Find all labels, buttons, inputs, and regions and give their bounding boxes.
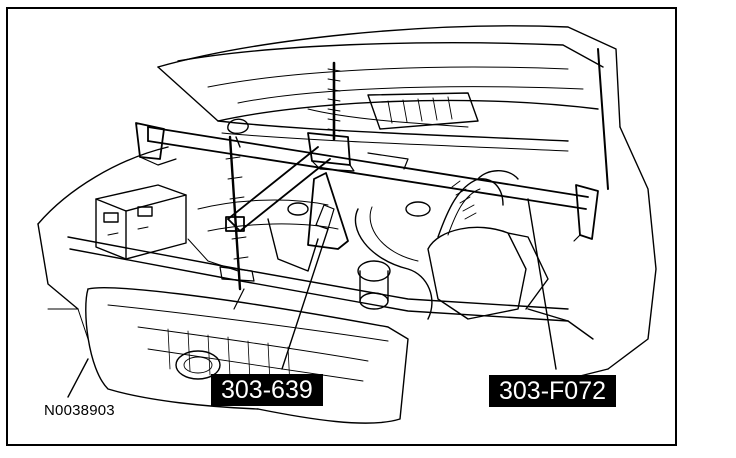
engine-detail bbox=[187, 118, 431, 272]
fenders bbox=[37, 126, 657, 385]
leader-lines bbox=[67, 198, 557, 398]
radiator-support bbox=[67, 236, 594, 340]
engine-support-bar bbox=[135, 122, 599, 242]
battery bbox=[95, 184, 187, 260]
figure-frame: 303-639 303-F072 N0038903 bbox=[6, 7, 677, 446]
lifting-crossbar bbox=[219, 61, 355, 310]
callout-tool-303-F072: 303-F072 bbox=[489, 375, 617, 407]
open-hood bbox=[157, 25, 621, 190]
front-grille bbox=[47, 287, 409, 424]
figure-id-label: N0038903 bbox=[44, 402, 115, 419]
engine-bay-illustration bbox=[37, 25, 657, 424]
callout-tool-303-639: 303-639 bbox=[211, 374, 323, 406]
windshield-cowl bbox=[217, 108, 569, 152]
air-cleaner bbox=[354, 170, 549, 320]
